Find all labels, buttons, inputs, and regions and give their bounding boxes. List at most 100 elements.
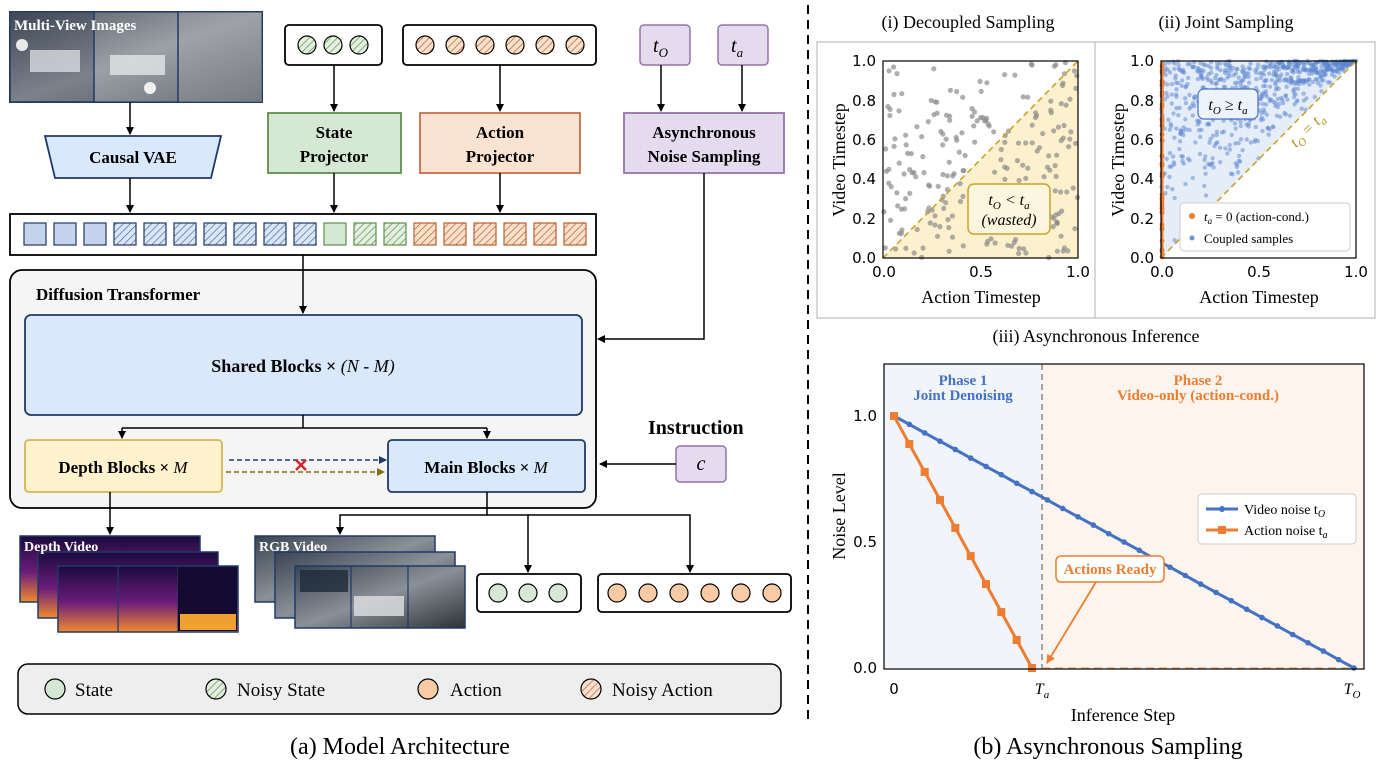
coupled-sample-point: [1167, 174, 1172, 180]
decoupled-point: [946, 248, 952, 254]
svg-text:tO < ta: tO < ta: [988, 192, 1030, 212]
coupled-sample-point: [1219, 130, 1225, 135]
coupled-sample-point: [1167, 127, 1173, 132]
coupled-sample-point: [1174, 87, 1179, 92]
coupled-sample-point: [1285, 71, 1290, 77]
inference-ylabel: Noise Level: [829, 472, 849, 559]
decoupled-point: [931, 66, 937, 72]
svg-text:0.4: 0.4: [852, 170, 876, 188]
action-noise-line: [892, 415, 1034, 669]
svg-text:Coupled samples: Coupled samples: [1204, 231, 1293, 246]
coupled-sample-point: [1297, 61, 1302, 66]
coupled-sample-point: [1178, 128, 1183, 133]
video-noise-point: [1305, 640, 1311, 646]
decoupled-point: [1029, 122, 1035, 128]
t-o-subscript: O: [659, 45, 669, 60]
svg-text:1.0: 1.0: [1130, 52, 1154, 70]
coupled-sample-point: [1317, 71, 1322, 76]
coupled-sample-point: [1169, 92, 1175, 97]
coupled-sample-point: [1307, 82, 1312, 87]
coupled-sample-point: [1283, 112, 1289, 117]
state-projector-block: State Projector: [267, 112, 402, 174]
coupled-sample-point: [1255, 62, 1261, 67]
coupled-sample-point: [1208, 136, 1213, 142]
coupled-sample-point: [1214, 81, 1219, 86]
svg-text:tO ≥ ta: tO ≥ ta: [1208, 97, 1248, 117]
legend-action-label: Action: [450, 680, 502, 701]
coupled-sample-point: [1266, 132, 1271, 137]
action-projector-block: Action Projector: [419, 112, 581, 174]
coupled-sample-point: [1172, 195, 1177, 201]
decoupled-point: [962, 152, 968, 159]
decoupled-point: [983, 117, 989, 123]
action-noise-point: [1012, 636, 1021, 644]
decoupled-point: [941, 205, 947, 211]
phase2-title: Phase 2: [1174, 373, 1223, 389]
coupled-sample-point: [1179, 154, 1184, 159]
decoupled-xlabel: Action Timestep: [921, 287, 1041, 307]
phase1-subtitle: Joint Denoising: [913, 388, 1013, 404]
coupled-sample-point: [1235, 162, 1240, 167]
decoupled-point: [907, 190, 913, 196]
svg-text:Actions Ready: Actions Ready: [1064, 562, 1157, 578]
coupled-sample-point: [1274, 65, 1280, 70]
svg-text:0.8: 0.8: [852, 92, 876, 110]
panel2-title: (ii) Joint Sampling: [1159, 12, 1294, 33]
coupled-sample-point: [1238, 119, 1243, 125]
coupled-sample-point: [1246, 74, 1251, 80]
action-noise-point: [966, 552, 975, 561]
coupled-sample-point: [1264, 64, 1269, 70]
coupled-sample-point: [1236, 153, 1242, 159]
action-projector-label-1: Action: [476, 123, 525, 142]
decoupled-point: [903, 132, 909, 138]
joint-xlabel: Action Timestep: [1199, 287, 1319, 307]
rgb-video-stack: RGB Video: [254, 535, 466, 629]
decoupled-point: [1050, 224, 1056, 230]
decoupled-point: [937, 224, 943, 230]
svg-text:0: 0: [889, 680, 899, 698]
video-noise-point: [1213, 589, 1219, 596]
coupled-sample-point: [1327, 80, 1333, 85]
decoupled-point: [907, 167, 913, 173]
svg-text:0.0: 0.0: [1150, 263, 1174, 281]
coupled-sample-point: [1227, 142, 1233, 148]
coupled-sample-point: [1252, 139, 1257, 144]
decoupled-point: [927, 220, 933, 226]
svg-text:Main Blocks × M: Main Blocks × M: [424, 458, 548, 477]
decoupled-point: [886, 68, 892, 74]
decoupled-point: [903, 245, 909, 251]
coupled-sample-point: [1223, 63, 1229, 68]
coupled-sample-point: [1263, 89, 1269, 94]
sampling-panel: (i) Decoupled Sampling (ii) Joint Sampli…: [816, 12, 1376, 760]
coupled-sample-point: [1165, 184, 1170, 190]
decoupled-point: [888, 217, 894, 223]
decoupled-point: [1002, 72, 1008, 78]
decoupled-point: [1029, 140, 1035, 146]
coupled-sample-point: [1287, 113, 1293, 119]
coupled-sample-point: [1218, 160, 1223, 165]
decoupled-point: [1053, 173, 1059, 179]
coupled-sample-point: [1319, 89, 1324, 94]
inference-y-ticks: 1.0 0.5 0.0: [853, 407, 877, 677]
decoupled-point: [960, 193, 966, 199]
coupled-sample-point: [1223, 146, 1228, 151]
video-noise-point: [1013, 480, 1020, 487]
coupled-sample-point: [1260, 128, 1265, 134]
joint-legend: ta = 0 (action-cond.) Coupled samples: [1179, 202, 1351, 252]
coupled-sample-point: [1285, 97, 1290, 102]
coupled-sample-point: [1177, 105, 1182, 111]
decoupled-point: [938, 128, 944, 135]
coupled-sample-point: [1174, 106, 1179, 111]
branch-arrows: [118, 415, 491, 439]
video-noise-point: [1136, 547, 1143, 554]
coupled-sample-point: [1246, 71, 1251, 76]
decoupled-point: [971, 123, 977, 129]
coupled-sample-point: [1183, 117, 1188, 122]
diffusion-transformer-label: Diffusion Transformer: [36, 285, 201, 304]
coupled-sample-point: [1187, 61, 1193, 67]
decoupled-point: [921, 170, 927, 176]
coupled-sample-point: [1190, 175, 1196, 181]
coupled-sample-point: [1295, 64, 1301, 70]
svg-text:0.2: 0.2: [1130, 210, 1154, 228]
